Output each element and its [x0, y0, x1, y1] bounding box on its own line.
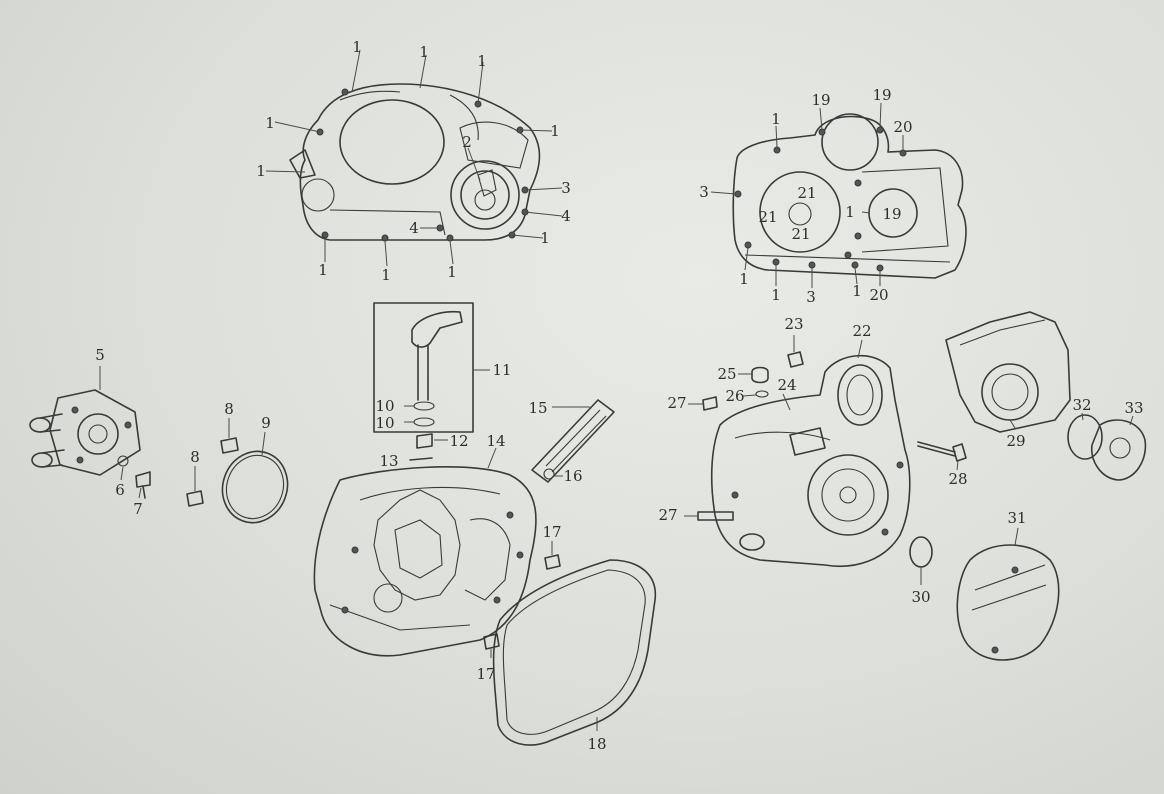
- callout-number-c4b: 4: [409, 219, 419, 237]
- crankcase-half: [313, 447, 537, 657]
- callout-number-c27b: 27: [658, 506, 677, 524]
- callout-number-c30: 30: [911, 588, 930, 606]
- callout-number-c16: 16: [563, 467, 582, 485]
- callout-number-c6: 6: [115, 481, 125, 499]
- callout-number-c3a: 3: [561, 179, 571, 197]
- callout-number-c1l: 1: [845, 203, 855, 221]
- callout-number-c1c: 1: [477, 52, 487, 70]
- callout-number-c17a: 17: [542, 523, 561, 541]
- magneto-cover-assembly: [684, 335, 967, 567]
- callout-number-c5: 5: [95, 346, 105, 364]
- callout-number-c1g: 1: [540, 229, 550, 247]
- sprocket-cover: [945, 311, 1071, 433]
- callout-number-c18: 18: [587, 735, 606, 753]
- leader-lines-cover-left: [710, 102, 904, 288]
- callout-number-c1j: 1: [447, 263, 457, 281]
- callout-number-c1b: 1: [419, 43, 429, 61]
- callout-number-c9: 9: [261, 414, 271, 432]
- callout-number-c1m: 1: [739, 270, 749, 288]
- callout-number-c12: 12: [449, 432, 468, 450]
- callout-number-c20a: 20: [893, 118, 912, 136]
- callout-number-c3b: 3: [699, 183, 709, 201]
- callout-number-c31: 31: [1007, 509, 1026, 527]
- callout-number-c1k: 1: [771, 110, 781, 128]
- callout-number-c20b: 20: [869, 286, 888, 304]
- oil-filter-screen: [531, 399, 615, 483]
- callout-number-c13: 13: [379, 452, 398, 470]
- callout-number-c19c: 19: [882, 205, 901, 223]
- callout-number-c10a: 10: [375, 397, 394, 415]
- callout-number-c1f: 1: [256, 162, 266, 180]
- crankcase-cover-right: [289, 83, 541, 242]
- callout-number-c19a: 19: [811, 91, 830, 109]
- dowel-pins-and-oring: [186, 418, 289, 524]
- leader-lines-cover-right: [265, 49, 563, 267]
- callout-number-c27a: 27: [667, 394, 686, 412]
- oil-pump-assembly: [29, 366, 151, 499]
- callout-number-c7: 7: [133, 500, 143, 518]
- clutch-lever-assembly: [373, 302, 490, 461]
- callout-number-c10b: 10: [375, 414, 394, 432]
- small-covers: [909, 412, 1147, 661]
- callout-number-c25: 25: [717, 365, 736, 383]
- callout-number-c17b: 17: [476, 665, 495, 683]
- callout-number-c23: 23: [784, 315, 803, 333]
- callout-number-c28: 28: [948, 470, 967, 488]
- callout-number-c2: 2: [462, 133, 472, 151]
- callout-number-c24: 24: [777, 376, 796, 394]
- callout-number-c21a: 21: [797, 184, 816, 202]
- callout-number-c1i: 1: [381, 266, 391, 284]
- callout-number-c21b: 21: [758, 208, 777, 226]
- callout-number-c14: 14: [486, 432, 505, 450]
- callout-number-c29: 29: [1006, 432, 1025, 450]
- callout-number-c1n: 1: [771, 286, 781, 304]
- crankcase-cover-left: [732, 113, 967, 279]
- callout-number-c4a: 4: [561, 207, 571, 225]
- callout-number-c1e: 1: [550, 122, 560, 140]
- callout-number-c8b: 8: [190, 448, 200, 466]
- callout-number-c1h: 1: [318, 261, 328, 279]
- callout-number-c15: 15: [528, 399, 547, 417]
- callout-number-c8a: 8: [224, 400, 234, 418]
- callout-number-c33: 33: [1124, 399, 1143, 417]
- callout-number-c3c: 3: [806, 288, 816, 306]
- callout-number-c22: 22: [852, 322, 871, 340]
- callout-number-c19b: 19: [872, 86, 891, 104]
- callout-number-c1o: 1: [852, 282, 862, 300]
- callout-number-c32: 32: [1072, 396, 1091, 414]
- callout-number-c26: 26: [725, 387, 744, 405]
- callout-number-c1d: 1: [265, 114, 275, 132]
- callout-number-c11: 11: [492, 361, 511, 379]
- gasket-and-dowels: [483, 541, 657, 746]
- callout-number-c21c: 21: [791, 225, 810, 243]
- callout-number-c1a: 1: [352, 38, 362, 56]
